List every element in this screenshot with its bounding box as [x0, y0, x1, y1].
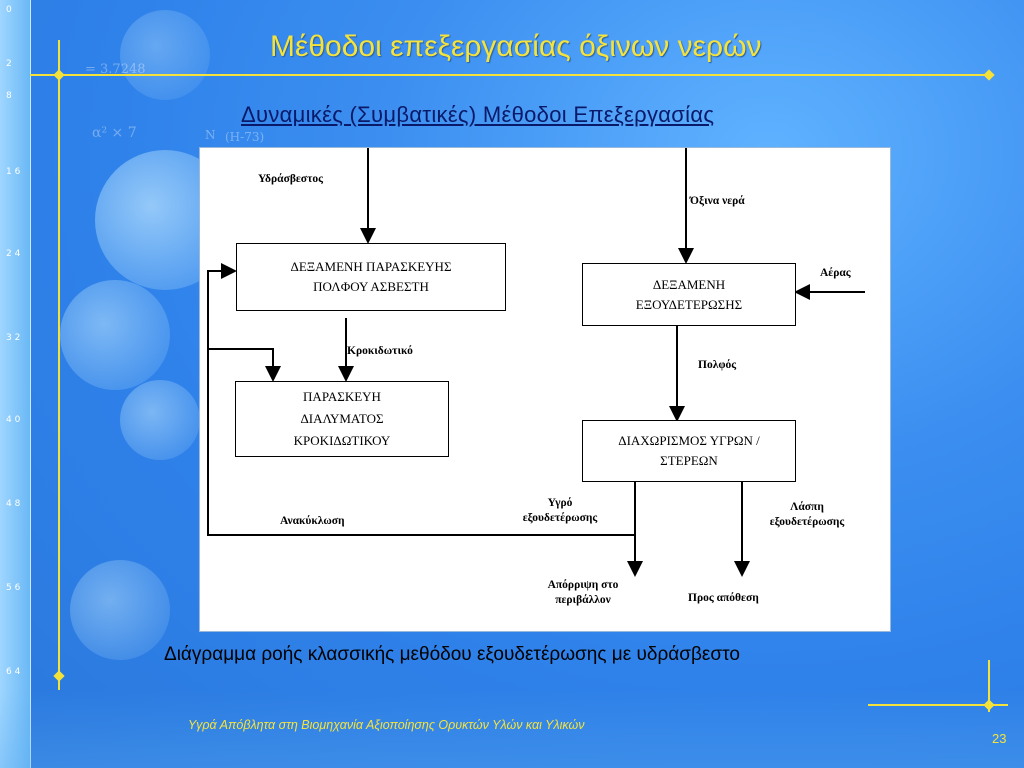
- diagram-caption: Διάγραμμα ροής κλασσικής μεθόδου εξουδετ…: [164, 644, 740, 665]
- box-line: ΠΟΛΦΟΥ ΑΣΒΕΣΤΗ: [313, 279, 429, 294]
- left-ruler-strip: [0, 0, 31, 768]
- box-solid-liquid-separation: ΔΙΑΧΩΡΙΣΜΟΣ ΥΓΡΩΝ / ΣΤΕΡΕΩΝ: [582, 420, 796, 482]
- slide-subtitle: Δυναμικές (Συμβατικές) Μέθοδοι Επεξεργασ…: [241, 102, 715, 127]
- background-formula: = 3.7248: [85, 62, 146, 77]
- background-formula: α² × 7: [92, 125, 137, 141]
- label-recycling: Ανακύκλωση: [280, 515, 345, 527]
- decorative-bubble: [120, 380, 200, 460]
- ruler-number: 1 6: [6, 167, 21, 177]
- box-line: ΠΑΡΑΣΚΕΥΗ: [303, 389, 381, 404]
- label-line: εξουδετέρωσης: [522, 512, 598, 524]
- ruler-number: 5 6: [6, 583, 21, 593]
- box-line: ΣΤΕΡΕΩΝ: [660, 453, 718, 468]
- ruler-number: 2 4: [6, 249, 21, 259]
- label-line: εξουδετέρωσης: [769, 516, 845, 528]
- label-acid-water: Όξινα νερά: [690, 195, 745, 207]
- label-discharge: Απόρριψη στο περιβάλλον: [528, 578, 638, 608]
- ruler-number: 3 2: [6, 333, 21, 343]
- label-air: Αέρας: [820, 267, 851, 279]
- diagram-connectors: [207, 148, 865, 577]
- label-disposal: Προς απόθεση: [688, 592, 759, 604]
- arrow-recycling: [207, 263, 635, 536]
- ruler-number: 6 4: [6, 667, 21, 677]
- slide-title: Μέθοδοι επεξεργασίας όξινων νερών: [270, 30, 762, 63]
- decorative-bubble: [70, 560, 170, 660]
- box-line: ΚΡΟΚΙΔΩΤΙΚΟΥ: [293, 433, 391, 448]
- background-formula: N: [205, 128, 216, 142]
- background-formula: (H-73): [225, 130, 265, 144]
- decorative-line: [30, 74, 988, 76]
- page-number: 23: [992, 731, 1007, 746]
- box-line: ΔΙΑΧΩΡΙΣΜΟΣ ΥΓΡΩΝ /: [618, 433, 760, 448]
- box-lime-preparation-tank: ΔΕΞΑΜΕΝΗ ΠΑΡΑΣΚΕΥΗΣ ΠΟΛΦΟΥ ΑΣΒΕΣΤΗ: [236, 243, 506, 311]
- box-line: ΕΞΟΥΔΕΤΕΡΩΣΗΣ: [635, 296, 743, 312]
- label-line: Υγρό: [547, 497, 573, 509]
- decorative-diamond: [53, 670, 65, 682]
- label-line: Λάσπη: [790, 501, 824, 513]
- footer-text: Υγρά Απόβλητα στη Βιομηχανία Αξιοποίησης…: [188, 718, 585, 732]
- ruler-number: 8: [6, 91, 12, 101]
- arrow-recycle-branch: [208, 348, 281, 382]
- bottom-decorative-band: [0, 690, 1024, 768]
- box-flocculant-preparation: ΠΑΡΑΣΚΕΥΗ ΔΙΑΛΥΜΑΤΟΣ ΚΡΟΚΙΔΩΤΙΚΟΥ: [235, 381, 449, 457]
- decorative-line: [58, 40, 60, 690]
- label-line: Απόρριψη στο: [547, 579, 619, 591]
- label-lime: Υδράσβεστος: [258, 173, 323, 185]
- box-neutralization-tank: ΔΕΞΑΜΕΝΗ ΕΞΟΥΔΕΤΕΡΩΣΗΣ: [582, 263, 796, 326]
- decorative-bubble: [60, 280, 170, 390]
- box-line: ΔΙΑΛΥΜΑΤΟΣ: [300, 411, 384, 426]
- ruler-number: 0: [6, 5, 12, 15]
- decorative-bubble: [120, 10, 210, 100]
- label-flocculant: Κροκιδωτικό: [347, 345, 413, 357]
- box-line: ΔΕΞΑΜΕΝΗ: [652, 276, 726, 292]
- label-treated-liquid: Υγρό εξουδετέρωσης: [500, 496, 620, 526]
- decorative-line: [868, 704, 1008, 706]
- label-sludge: Λάσπη εξουδετέρωσης: [752, 500, 862, 530]
- flow-diagram: ΔΕΞΑΜΕΝΗ ΠΑΡΑΣΚΕΥΗΣ ΠΟΛΦΟΥ ΑΣΒΕΣΤΗ ΠΑΡΑΣ…: [199, 147, 891, 632]
- label-slurry: Πολφός: [698, 359, 737, 371]
- ruler-number: 4 8: [6, 499, 21, 509]
- decorative-diamond: [53, 69, 65, 81]
- decorative-diamond: [983, 69, 995, 81]
- label-line: περιβάλλον: [555, 594, 611, 606]
- ruler-number: 4 0: [6, 415, 21, 425]
- decorative-line: [988, 660, 990, 712]
- box-line: ΔΕΞΑΜΕΝΗ ΠΑΡΑΣΚΕΥΗΣ: [290, 259, 452, 274]
- ruler-number: 2: [6, 59, 12, 69]
